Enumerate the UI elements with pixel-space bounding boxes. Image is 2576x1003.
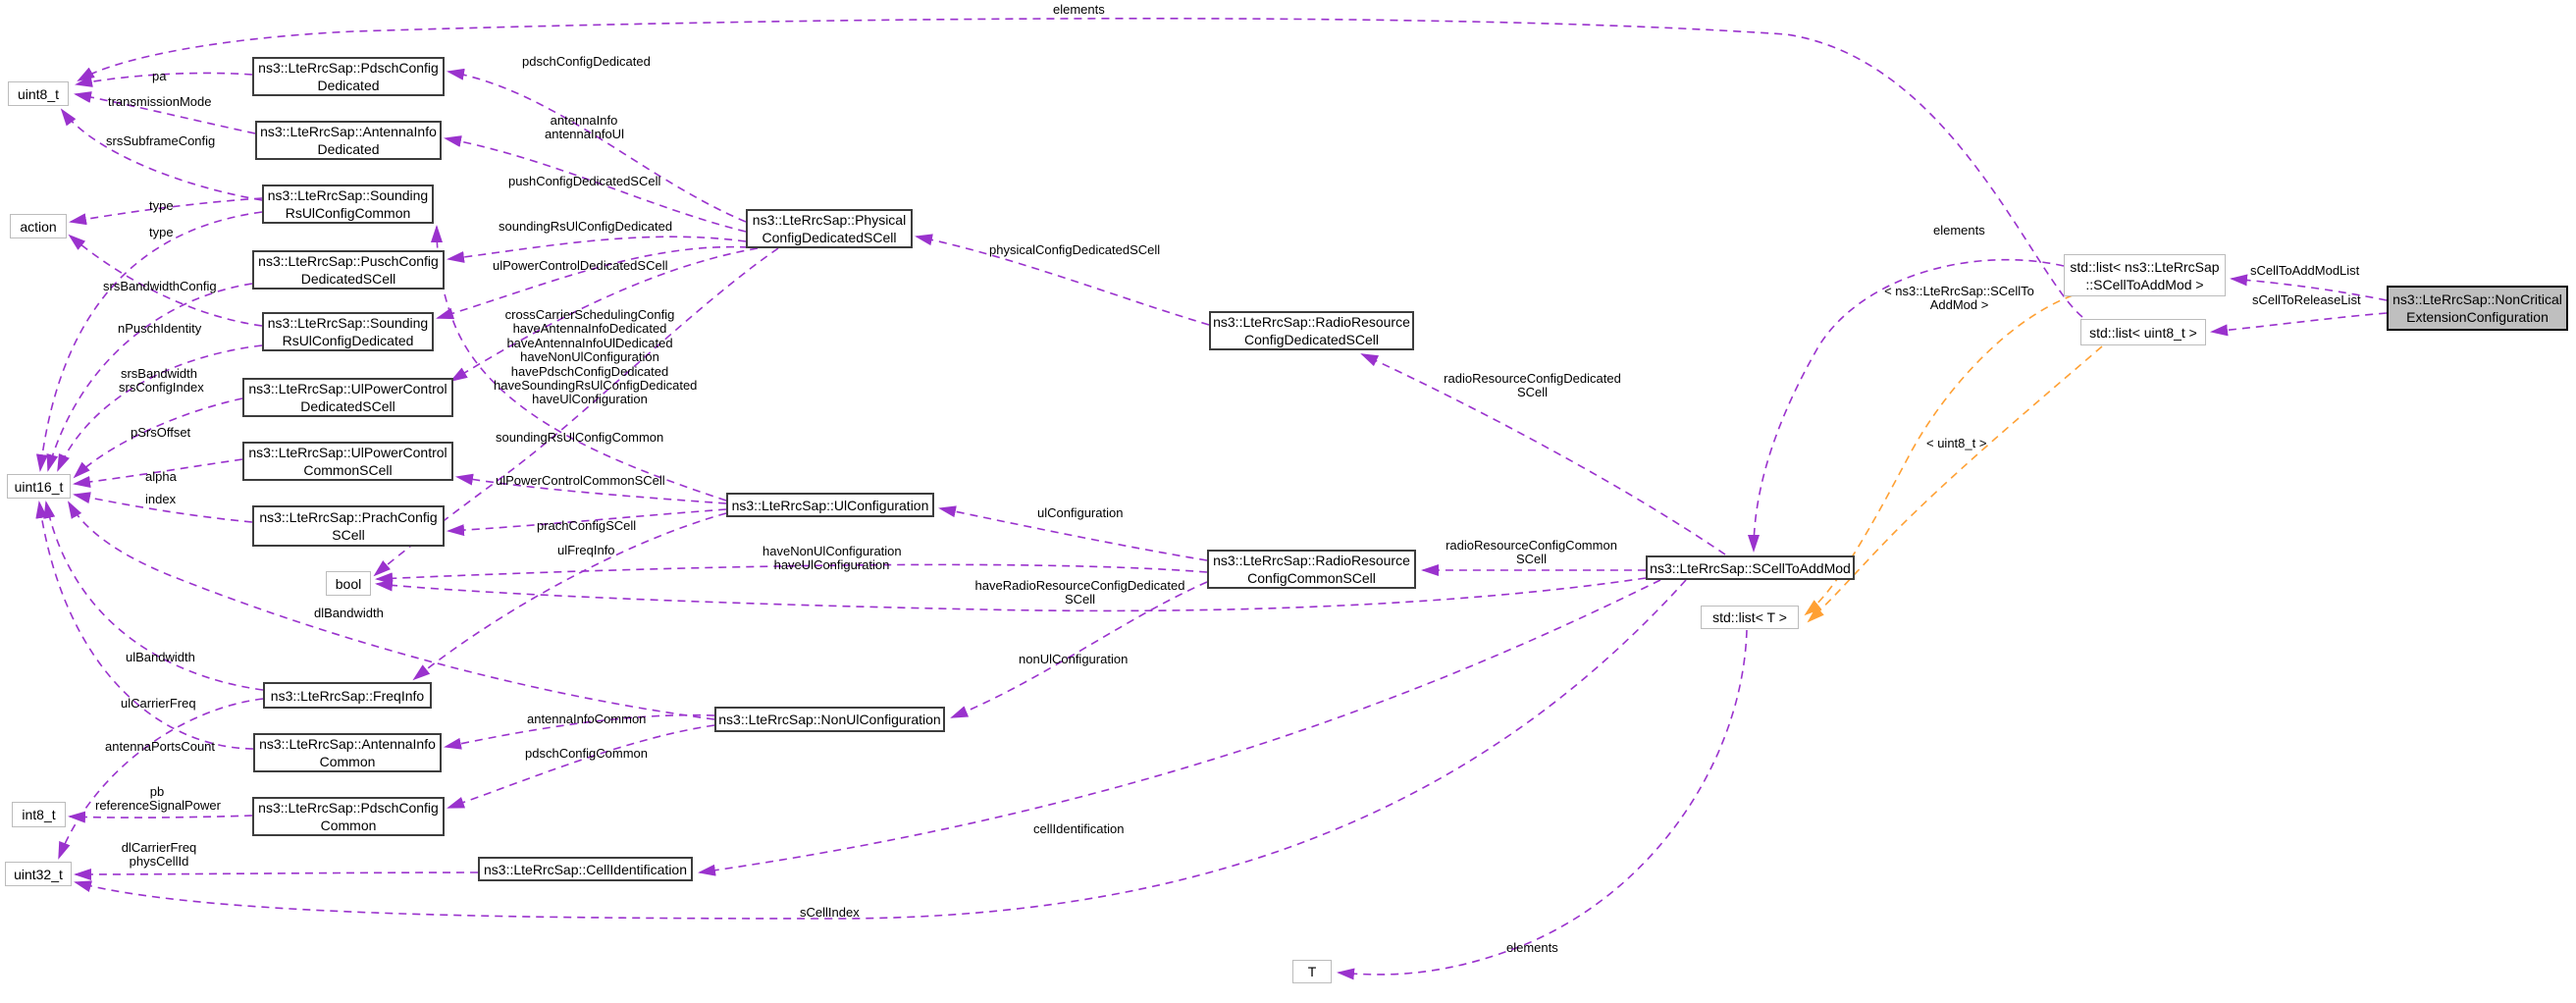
- edge-label-pdsch-config-dedicated-label: pdschConfigDedicated: [522, 54, 651, 69]
- edge-label-pa: pa: [152, 69, 167, 83]
- edge-label-template-args-uint8: < uint8_t >: [1926, 436, 1987, 450]
- edge-label-srs-subframe-config: srsSubframeConfig: [106, 133, 216, 148]
- edge-label-alpha: alpha: [145, 469, 177, 484]
- edge: [447, 236, 747, 263]
- edge-label-prach-config-scell-label: prachConfigSCell: [537, 518, 637, 533]
- edge-label-scell-to-release-list: sCellToReleaseList: [2252, 292, 2361, 307]
- edge-label-scell-to-add-mod-list: sCellToAddModList: [2250, 263, 2360, 278]
- edge-label-type-2: type: [149, 225, 174, 239]
- node-scell-to-add-mod[interactable]: ns3::LteRrcSap::SCellToAddMod: [1646, 555, 1855, 580]
- edge: [74, 868, 479, 880]
- edge-label-ul-freq-info: ulFreqInfo: [557, 543, 615, 557]
- edge-label-s-cell-index: sCellIndex: [800, 905, 860, 920]
- node-int8-t: int8_t: [12, 802, 66, 827]
- edge-label-ul-configuration-label: ulConfiguration: [1037, 505, 1124, 520]
- node-std-list-t: std::list< T >: [1701, 606, 1799, 629]
- edge-label-sounding-rs-ul-config-dedicated-label: soundingRsUlConfigDedicated: [499, 219, 673, 234]
- edge-label-elements-top: elements: [1053, 2, 1105, 17]
- edge-label-antenna-ports-count: antennaPortsCount: [105, 739, 216, 754]
- edge-label-p-srs-offset: pSrsOffset: [131, 425, 191, 440]
- node-bool: bool: [326, 571, 371, 596]
- edge-label-push-config-dedicated-scell: pushConfigDedicatedSCell: [508, 174, 661, 188]
- node-std-list-scelltoaddmod: std::list< ns3::LteRrcSap::SCellToAddMod…: [2064, 254, 2226, 296]
- edge: [412, 512, 727, 681]
- edge: [68, 811, 253, 823]
- edge-label-ul-power-control-dedicated-scell-label: ulPowerControlDedicatedSCell: [493, 258, 668, 273]
- edge-label-ul-bandwidth: ulBandwidth: [126, 650, 195, 664]
- edge-label-antenna-info-common-label: antennaInfoCommon: [527, 712, 647, 726]
- node-non-ul-configuration[interactable]: ns3::LteRrcSap::NonUlConfiguration: [714, 707, 945, 732]
- edge: [60, 108, 263, 201]
- edge-label-srs-bandwidth-config: srsBandwidthConfig: [103, 279, 217, 293]
- edge-label-physical-config-dedicated-scell-label: physicalConfigDedicatedSCell: [989, 242, 1161, 257]
- edge-label-elements-right: elements: [1933, 223, 1985, 238]
- edge-label-n-pusch-identity: nPuschIdentity: [118, 321, 202, 336]
- node-cell-identification[interactable]: ns3::LteRrcSap::CellIdentification: [478, 857, 693, 881]
- edge-label-index: index: [145, 492, 177, 506]
- node-uint8-t: uint8_t: [8, 81, 69, 106]
- edge-label-ul-power-control-common-scell-label: ulPowerControlCommonSCell: [496, 473, 665, 488]
- edge: [35, 501, 254, 750]
- edge-label-pdsch-config-common-label: pdschConfigCommon: [525, 746, 649, 761]
- node-std-list-uint8-t: std::list< uint8_t >: [2080, 319, 2206, 345]
- edge: [57, 344, 263, 472]
- node-freq-info[interactable]: ns3::LteRrcSap::FreqInfo: [263, 682, 432, 709]
- edge-label-sounding-rs-ul-config-common-label: soundingRsUlConfigCommon: [496, 430, 664, 445]
- edge-label-cell-identification-label: cellIdentification: [1033, 821, 1125, 836]
- node-uint16-t: uint16_t: [7, 474, 71, 499]
- edge-label-elements-bottom: elements: [1506, 940, 1558, 955]
- edge: [1807, 345, 2103, 623]
- edge: [2210, 312, 2388, 337]
- edge: [447, 68, 747, 223]
- node-action: action: [10, 214, 67, 238]
- edge-label-transmission-mode: transmissionMode: [108, 94, 212, 109]
- node-uint32-t: uint32_t: [5, 862, 72, 886]
- edge: [1337, 629, 1748, 980]
- edge-label-non-ul-configuration-label: nonUlConfiguration: [1019, 652, 1129, 666]
- node-ul-configuration[interactable]: ns3::LteRrcSap::UlConfiguration: [726, 493, 934, 517]
- edge-label-ul-carrier-freq: ulCarrierFreq: [121, 696, 196, 711]
- edge-label-dl-bandwidth: dlBandwidth: [314, 606, 384, 620]
- node-t: T: [1292, 960, 1332, 983]
- edge: [58, 698, 264, 860]
- edge-label-type-1: type: [149, 198, 174, 213]
- edge: [447, 724, 715, 809]
